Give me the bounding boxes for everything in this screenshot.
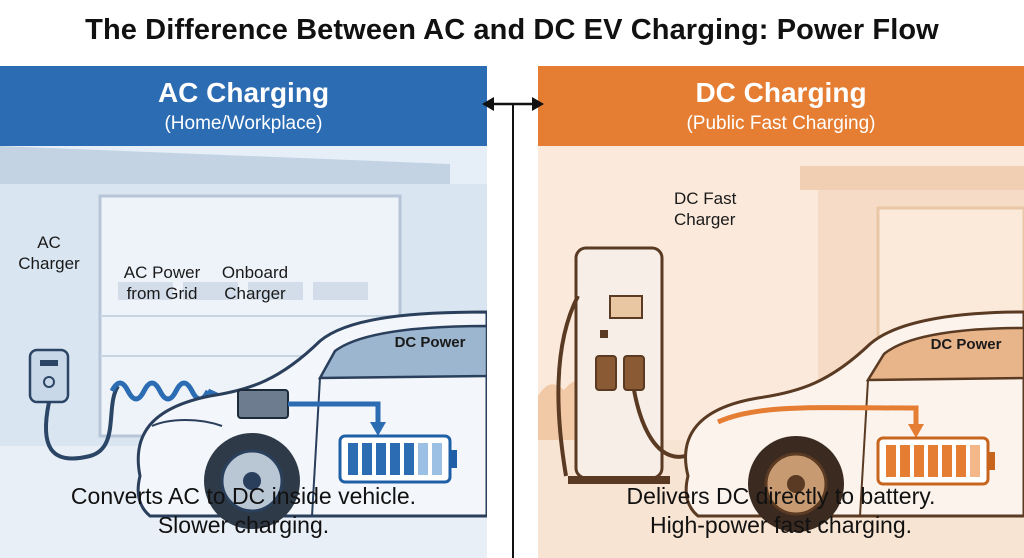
battery-icon	[338, 434, 457, 484]
ac-charging-panel: AC Charging (Home/Workplace)	[0, 66, 487, 558]
double-arrow-icon	[482, 97, 544, 111]
ac-wave-icon	[109, 380, 211, 402]
dc-dc-power-label: DC Power	[930, 336, 1002, 353]
ac-caption: Converts AC to DC inside vehicle. Slower…	[70, 483, 417, 538]
battery-icon	[876, 436, 995, 486]
page-title: The Difference Between AC and DC EV Char…	[85, 14, 939, 46]
charging-cable	[44, 384, 120, 461]
onboard-charger-label: Onboard Charger	[210, 262, 300, 304]
dc-flow-arrow	[288, 401, 381, 424]
ac-power-label-text: AC Power from Grid	[123, 263, 201, 303]
ac-panel-header: AC Charging (Home/Workplace)	[0, 66, 487, 146]
arrow-head-icon	[370, 422, 386, 436]
fast-charger-icon	[568, 246, 670, 484]
station-canopy	[800, 166, 1024, 190]
dc-panel-title: DC Charging	[695, 77, 867, 108]
dc-fast-charger-label: DC Fast Charger	[674, 188, 736, 230]
ac-charger-label: AC Charger	[14, 232, 84, 274]
onboard-charger-icon	[237, 389, 289, 419]
ac-panel-subtitle: (Home/Workplace)	[164, 113, 323, 134]
ac-charger-label-text: AC Charger	[18, 233, 80, 273]
charging-cable	[556, 295, 580, 477]
dc-scene-illustration	[538, 166, 1024, 558]
arrow-head-icon	[908, 424, 924, 438]
wall-charger-icon	[28, 348, 70, 404]
ac-panel-title: AC Charging	[157, 77, 330, 108]
center-divider	[512, 104, 514, 558]
dc-panel-header: DC Charging (Public Fast Charging)	[538, 66, 1024, 146]
ac-power-label: AC Power from Grid	[110, 262, 214, 304]
dc-flow-arrow	[716, 405, 919, 426]
onboard-charger-label-text: Onboard Charger	[221, 263, 289, 303]
dc-caption: Delivers DC directly to battery. High-po…	[626, 483, 936, 538]
dc-fast-charger-label-text: DC Fast Charger	[674, 189, 737, 229]
garage-roof	[0, 146, 450, 184]
ac-dc-power-label: DC Power	[394, 334, 466, 351]
ac-scene-illustration	[0, 146, 487, 558]
dc-panel-subtitle: (Public Fast Charging)	[686, 113, 876, 134]
dc-charging-panel: DC Charging (Public Fast Charging)	[538, 66, 1024, 558]
